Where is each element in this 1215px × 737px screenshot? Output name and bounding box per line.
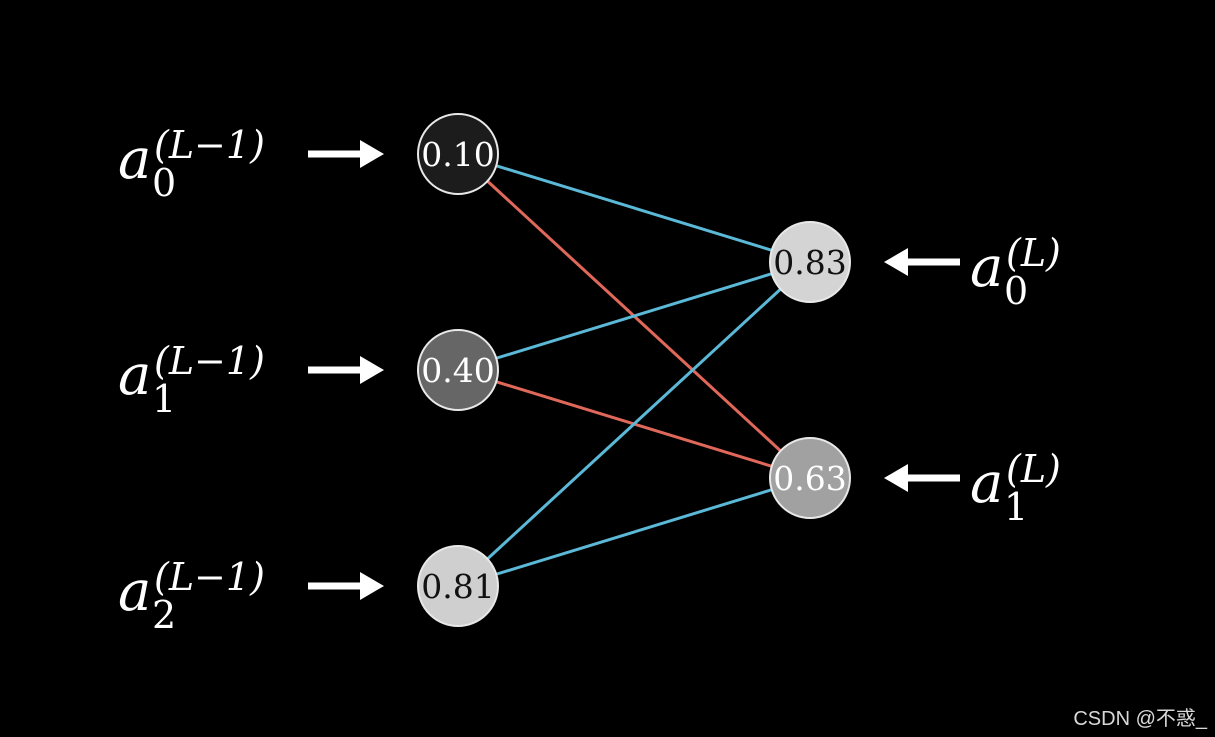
prev-layer-label-0-base: a bbox=[118, 127, 151, 192]
prev-layer-label-0-subscript: 0 bbox=[152, 161, 176, 205]
arrow-right-icon-2-head bbox=[360, 572, 384, 600]
prev-layer-label-0-superscript: (L−1) bbox=[154, 123, 265, 167]
prev-layer-node-1 bbox=[417, 329, 499, 411]
arrow-left-icon-0-head bbox=[884, 248, 908, 276]
arrow-right-icon-1-head bbox=[360, 356, 384, 384]
prev-layer-node-0 bbox=[417, 113, 499, 195]
curr-layer-node-0 bbox=[769, 221, 851, 303]
prev-layer-label-2-superscript: (L−1) bbox=[154, 555, 265, 599]
arrow-left-icon-1 bbox=[884, 464, 960, 492]
prev-layer-node-2 bbox=[417, 545, 499, 627]
input-arrows bbox=[308, 140, 960, 600]
curr-layer-label-0-base: a bbox=[970, 235, 1003, 300]
arrow-left-icon-1-head bbox=[884, 464, 908, 492]
curr-layer-label-1-base: a bbox=[970, 451, 1003, 516]
arrow-right-icon-0-head bbox=[360, 140, 384, 168]
curr-layer-label-1-subscript: 1 bbox=[1004, 485, 1028, 529]
connection-0-0 bbox=[457, 152, 811, 264]
prev-layer-label-1-superscript: (L−1) bbox=[154, 339, 265, 383]
arrow-left-icon-0 bbox=[884, 248, 960, 276]
connection-lines bbox=[456, 152, 812, 588]
curr-layer-node-1 bbox=[769, 437, 851, 519]
connection-1-0 bbox=[457, 260, 811, 372]
watermark: CSDN @不惑_ bbox=[1073, 708, 1207, 730]
prev-layer-node-value-1: 0.40 bbox=[421, 351, 494, 390]
prev-layer-label-2-base: a bbox=[118, 559, 151, 624]
arrow-right-icon-2 bbox=[308, 572, 384, 600]
neuron-nodes: 0.10 0.40 0.81 0.83 0.63 bbox=[417, 113, 851, 627]
prev-layer-node-value-0: 0.10 bbox=[421, 135, 494, 174]
connection-2-1 bbox=[457, 476, 811, 588]
curr-layer-label-1-superscript: (L) bbox=[1006, 447, 1061, 491]
prev-layer-label-2-subscript: 2 bbox=[152, 593, 176, 637]
connection-2-0 bbox=[456, 260, 812, 588]
arrow-right-icon-1 bbox=[308, 356, 384, 384]
curr-layer-label-0-subscript: 0 bbox=[1004, 269, 1028, 313]
curr-layer-node-value-1: 0.63 bbox=[773, 459, 846, 498]
arrow-right-icon-0 bbox=[308, 140, 384, 168]
curr-layer-label-0-superscript: (L) bbox=[1006, 231, 1061, 275]
prev-layer-node-value-2: 0.81 bbox=[421, 567, 494, 606]
prev-layer-label-1-base: a bbox=[118, 343, 151, 408]
curr-layer-node-value-0: 0.83 bbox=[773, 243, 846, 282]
prev-layer-label-1-subscript: 1 bbox=[152, 377, 176, 421]
